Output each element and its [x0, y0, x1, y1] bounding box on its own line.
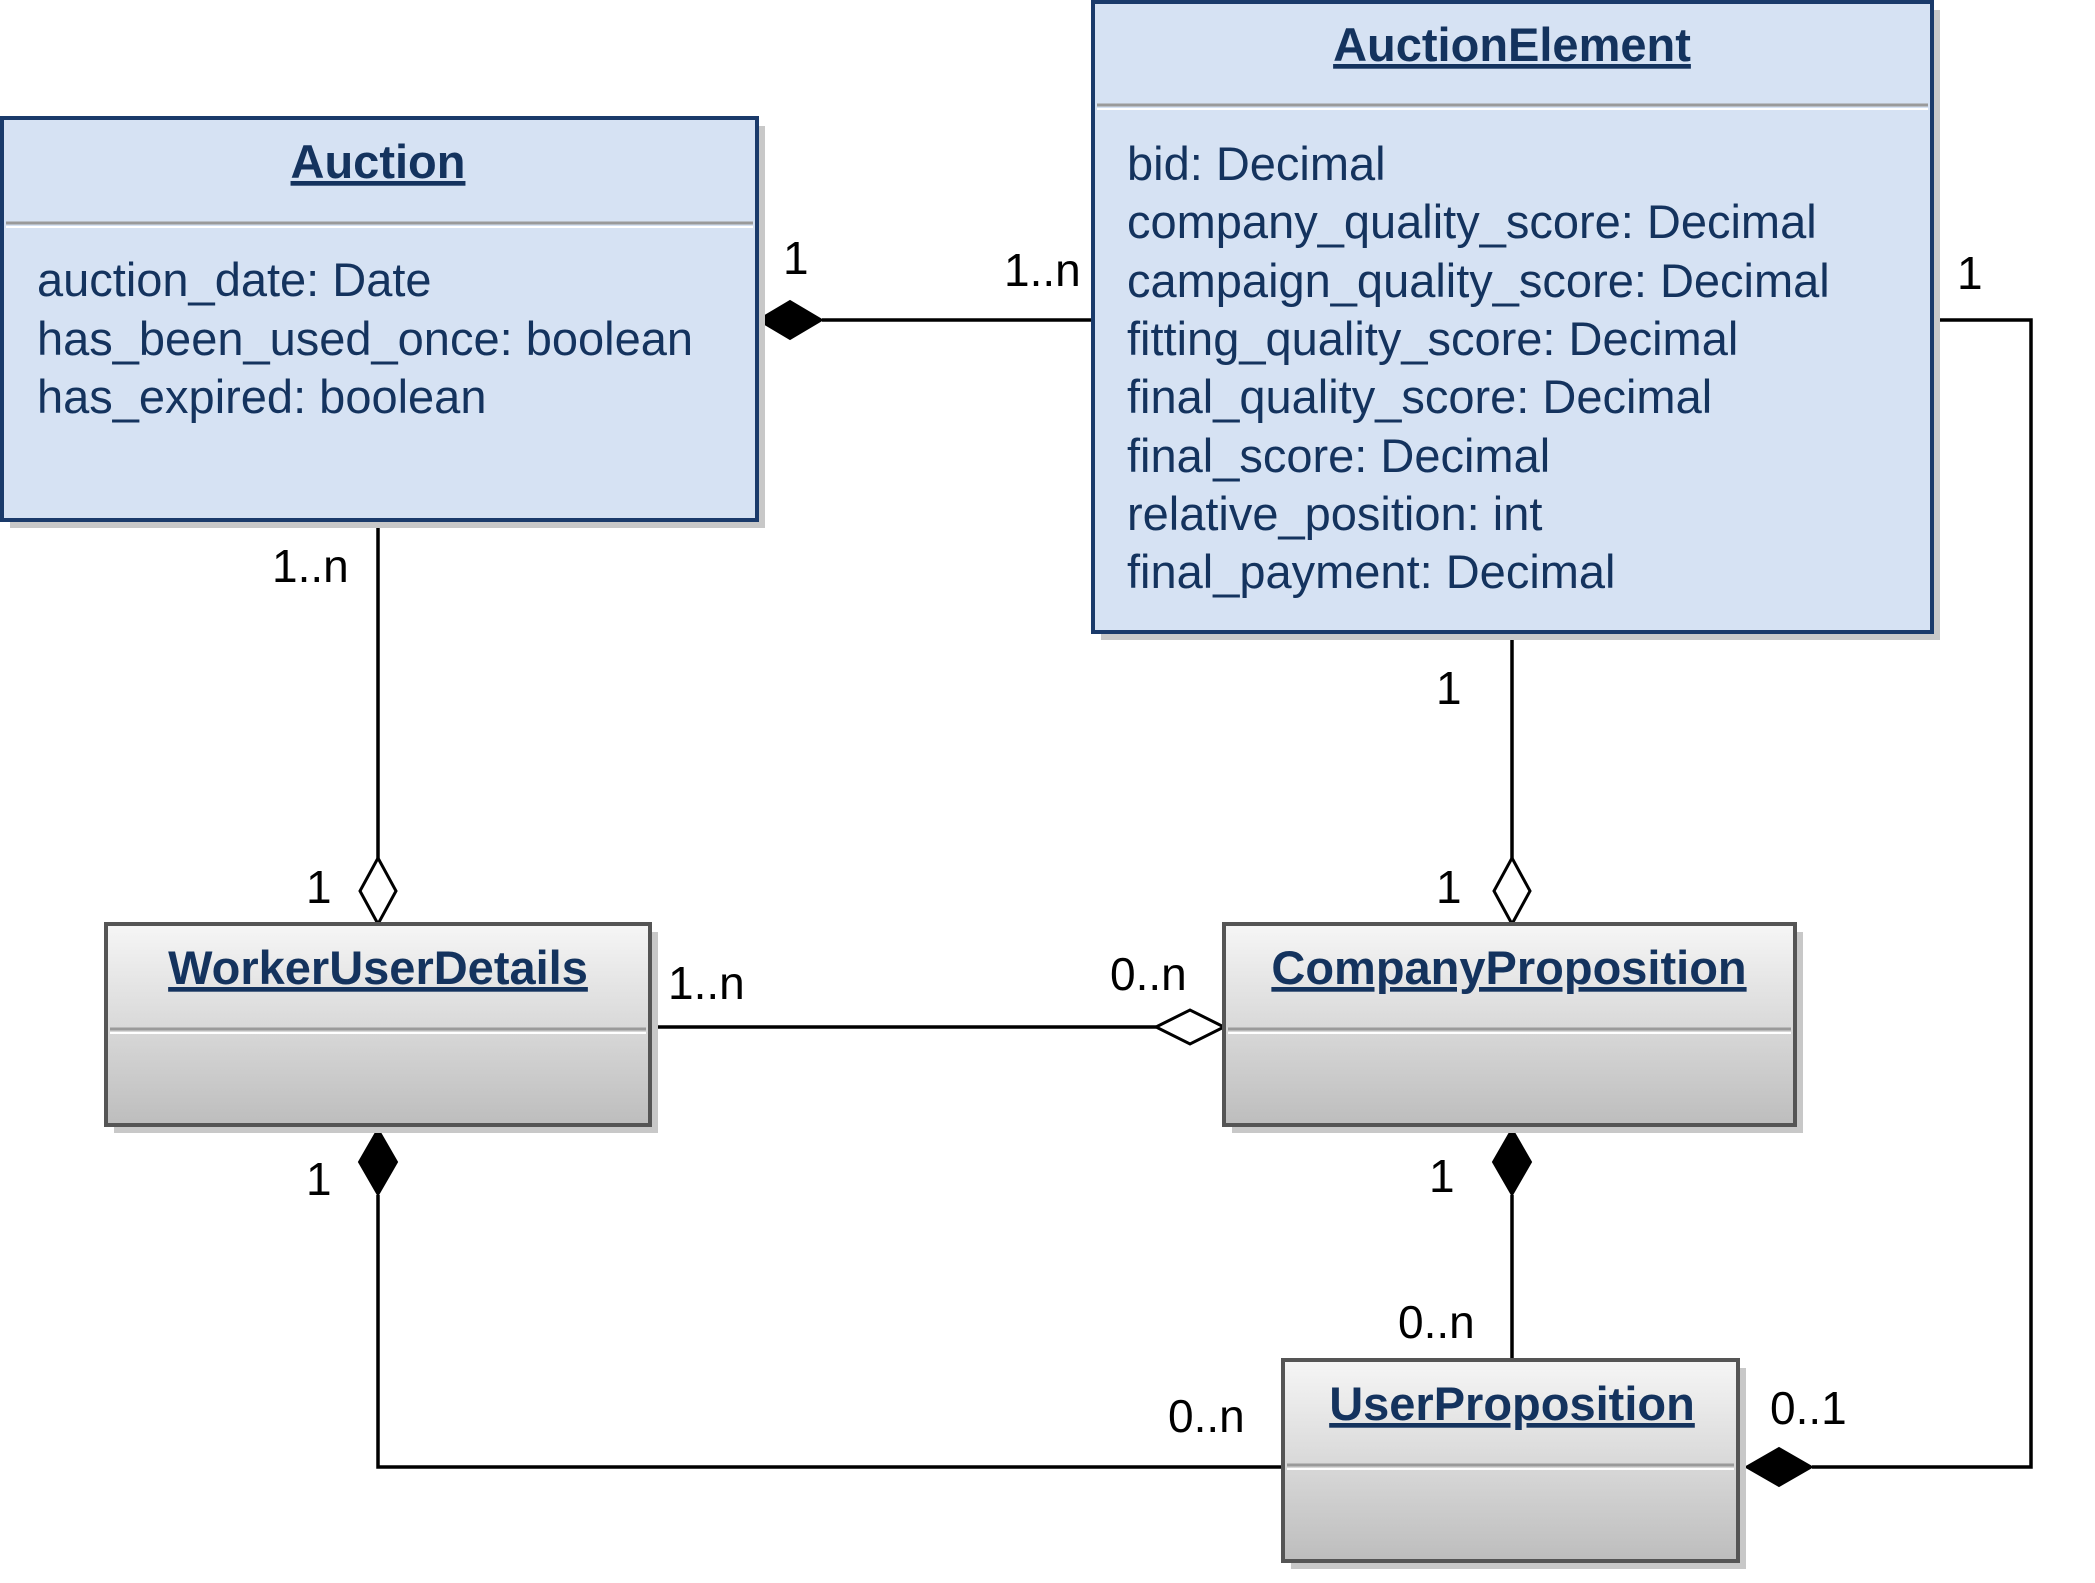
- aggregation-diamond-worker: [358, 854, 398, 928]
- multiplicity-label: 0..n: [1168, 1390, 1245, 1442]
- class-worker-user-details[interactable]: WorkerUserDetails: [104, 922, 658, 1133]
- attribute: final_quality_score: Decimal: [1127, 370, 1712, 423]
- attribute: auction_date: Date: [37, 253, 432, 306]
- attribute: has_been_used_once: boolean: [37, 312, 693, 365]
- class-name: AuctionElement: [1333, 18, 1691, 71]
- multiplicity-label: 0..n: [1398, 1296, 1475, 1348]
- multiplicity-label: 1..n: [668, 957, 745, 1009]
- class-name: UserProposition: [1329, 1377, 1695, 1430]
- class-name: CompanyProposition: [1271, 941, 1746, 994]
- attribute: relative_position: int: [1127, 487, 1542, 540]
- multiplicity-label: 1..n: [272, 540, 349, 592]
- class-box: [1091, 0, 1934, 634]
- aggregation-diamond-company-prop-left: [1152, 1008, 1228, 1046]
- worker-user-prop-link: [376, 1195, 1283, 1469]
- multiplicity-label: 0..1: [1770, 1382, 1847, 1434]
- associations: [357, 299, 2033, 1488]
- class-box: [104, 922, 652, 1127]
- attribute: campaign_quality_score: Decimal: [1127, 254, 1830, 307]
- multiplicity-label: 0..n: [1110, 948, 1187, 1000]
- class-user-proposition[interactable]: UserProposition: [1281, 1358, 1746, 1569]
- class-name: WorkerUserDetails: [168, 941, 588, 994]
- aggregation-diamond-company-prop-top: [1492, 854, 1532, 928]
- class-box: [1281, 1358, 1740, 1563]
- attribute: fitting_quality_score: Decimal: [1127, 312, 1738, 365]
- multiplicity-label: 1: [783, 232, 809, 284]
- multiplicity-label: 1: [306, 1153, 332, 1205]
- attribute: final_payment: Decimal: [1127, 545, 1616, 598]
- composition-diamond-auction: [756, 299, 824, 341]
- class-company-proposition[interactable]: CompanyProposition: [1222, 922, 1803, 1133]
- multiplicity-label: 1: [1436, 861, 1462, 913]
- composition-diamond-company-prop: [1491, 1126, 1533, 1198]
- composition-diamond-worker: [357, 1126, 399, 1198]
- attribute: final_score: Decimal: [1127, 429, 1550, 482]
- attribute: has_expired: boolean: [37, 370, 486, 423]
- multiplicity-label: 1: [1957, 247, 1983, 299]
- attribute: company_quality_score: Decimal: [1127, 195, 1817, 248]
- class-auction-element[interactable]: AuctionElement bid: Decimal company_qual…: [1091, 0, 1940, 640]
- multiplicities: 1 1..n 1..n 1 1 1 1..n 0..n 1 0..n 1 0..…: [272, 232, 1983, 1442]
- auction-element-user-prop-link: [1812, 318, 2033, 1469]
- attribute: bid: Decimal: [1127, 137, 1386, 190]
- class-name: Auction: [291, 135, 466, 188]
- class-auction[interactable]: Auction auction_date: Date has_been_used…: [0, 116, 765, 528]
- class-box: [0, 116, 759, 522]
- composition-diamond-user-prop: [1743, 1446, 1815, 1488]
- class-box: [1222, 922, 1797, 1127]
- multiplicity-label: 1..n: [1004, 244, 1081, 296]
- multiplicity-label: 1: [306, 861, 332, 913]
- multiplicity-label: 1: [1436, 662, 1462, 714]
- multiplicity-label: 1: [1429, 1150, 1455, 1202]
